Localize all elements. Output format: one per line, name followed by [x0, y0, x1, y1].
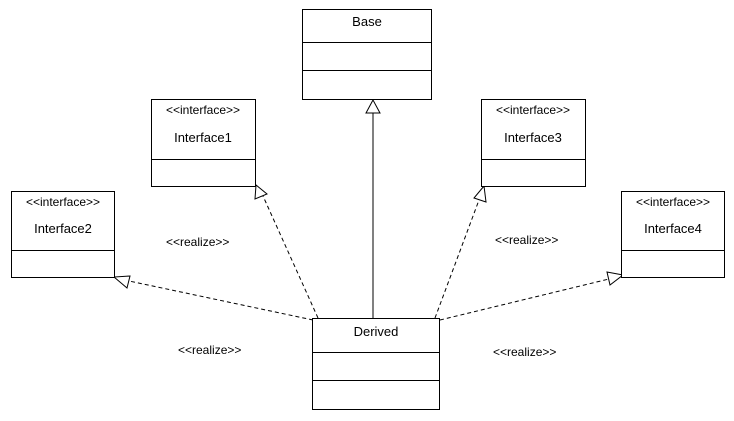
realize-line-interface2 — [128, 280, 314, 321]
realize-line-interface3 — [434, 199, 480, 319]
interface-interface3[interactable]: <<interface>> Interface3 — [481, 99, 586, 187]
class-base[interactable]: Base — [302, 9, 432, 100]
relation-labels: <<realize>> <<realize>> <<realize>> <<re… — [166, 233, 558, 359]
generalization-arrowhead-base — [365, 98, 381, 114]
connectors — [112, 98, 625, 321]
interface2-box — [11, 191, 115, 278]
realize-arrowhead-interface3 — [473, 184, 487, 203]
realize-arrowhead-interface4 — [606, 271, 625, 286]
interface1-stereotype: <<interface>> — [166, 103, 240, 117]
class-derived-name: Derived — [354, 324, 399, 339]
interface-interface1[interactable]: <<interface>> Interface1 — [151, 99, 256, 187]
realize-line-interface1 — [262, 195, 319, 319]
realize-label-interface1: <<realize>> — [166, 235, 229, 249]
interface2-stereotype: <<interface>> — [26, 195, 100, 209]
realize-label-interface2: <<realize>> — [178, 343, 241, 357]
interface-interface2[interactable]: <<interface>> Interface2 — [11, 191, 115, 278]
interface4-name: Interface4 — [644, 221, 702, 236]
interface4-box — [621, 191, 725, 278]
class-derived-box — [312, 318, 440, 410]
realize-arrowhead-interface2 — [112, 275, 131, 289]
interface3-box — [481, 99, 586, 187]
interface1-name: Interface1 — [174, 130, 232, 145]
interface3-name: Interface3 — [504, 130, 562, 145]
interface1-box — [151, 99, 256, 187]
realize-label-interface4: <<realize>> — [493, 345, 556, 359]
realize-line-interface4 — [439, 278, 610, 321]
class-base-name: Base — [352, 14, 382, 29]
interface-interface4[interactable]: <<interface>> Interface4 — [621, 191, 725, 278]
interface4-stereotype: <<interface>> — [636, 195, 710, 209]
realize-arrowhead-interface1 — [254, 184, 268, 200]
class-derived[interactable]: Derived — [312, 318, 440, 410]
interface2-name: Interface2 — [34, 221, 92, 236]
interface3-stereotype: <<interface>> — [496, 103, 570, 117]
class-base-box — [302, 9, 432, 100]
realize-label-interface3: <<realize>> — [495, 233, 558, 247]
